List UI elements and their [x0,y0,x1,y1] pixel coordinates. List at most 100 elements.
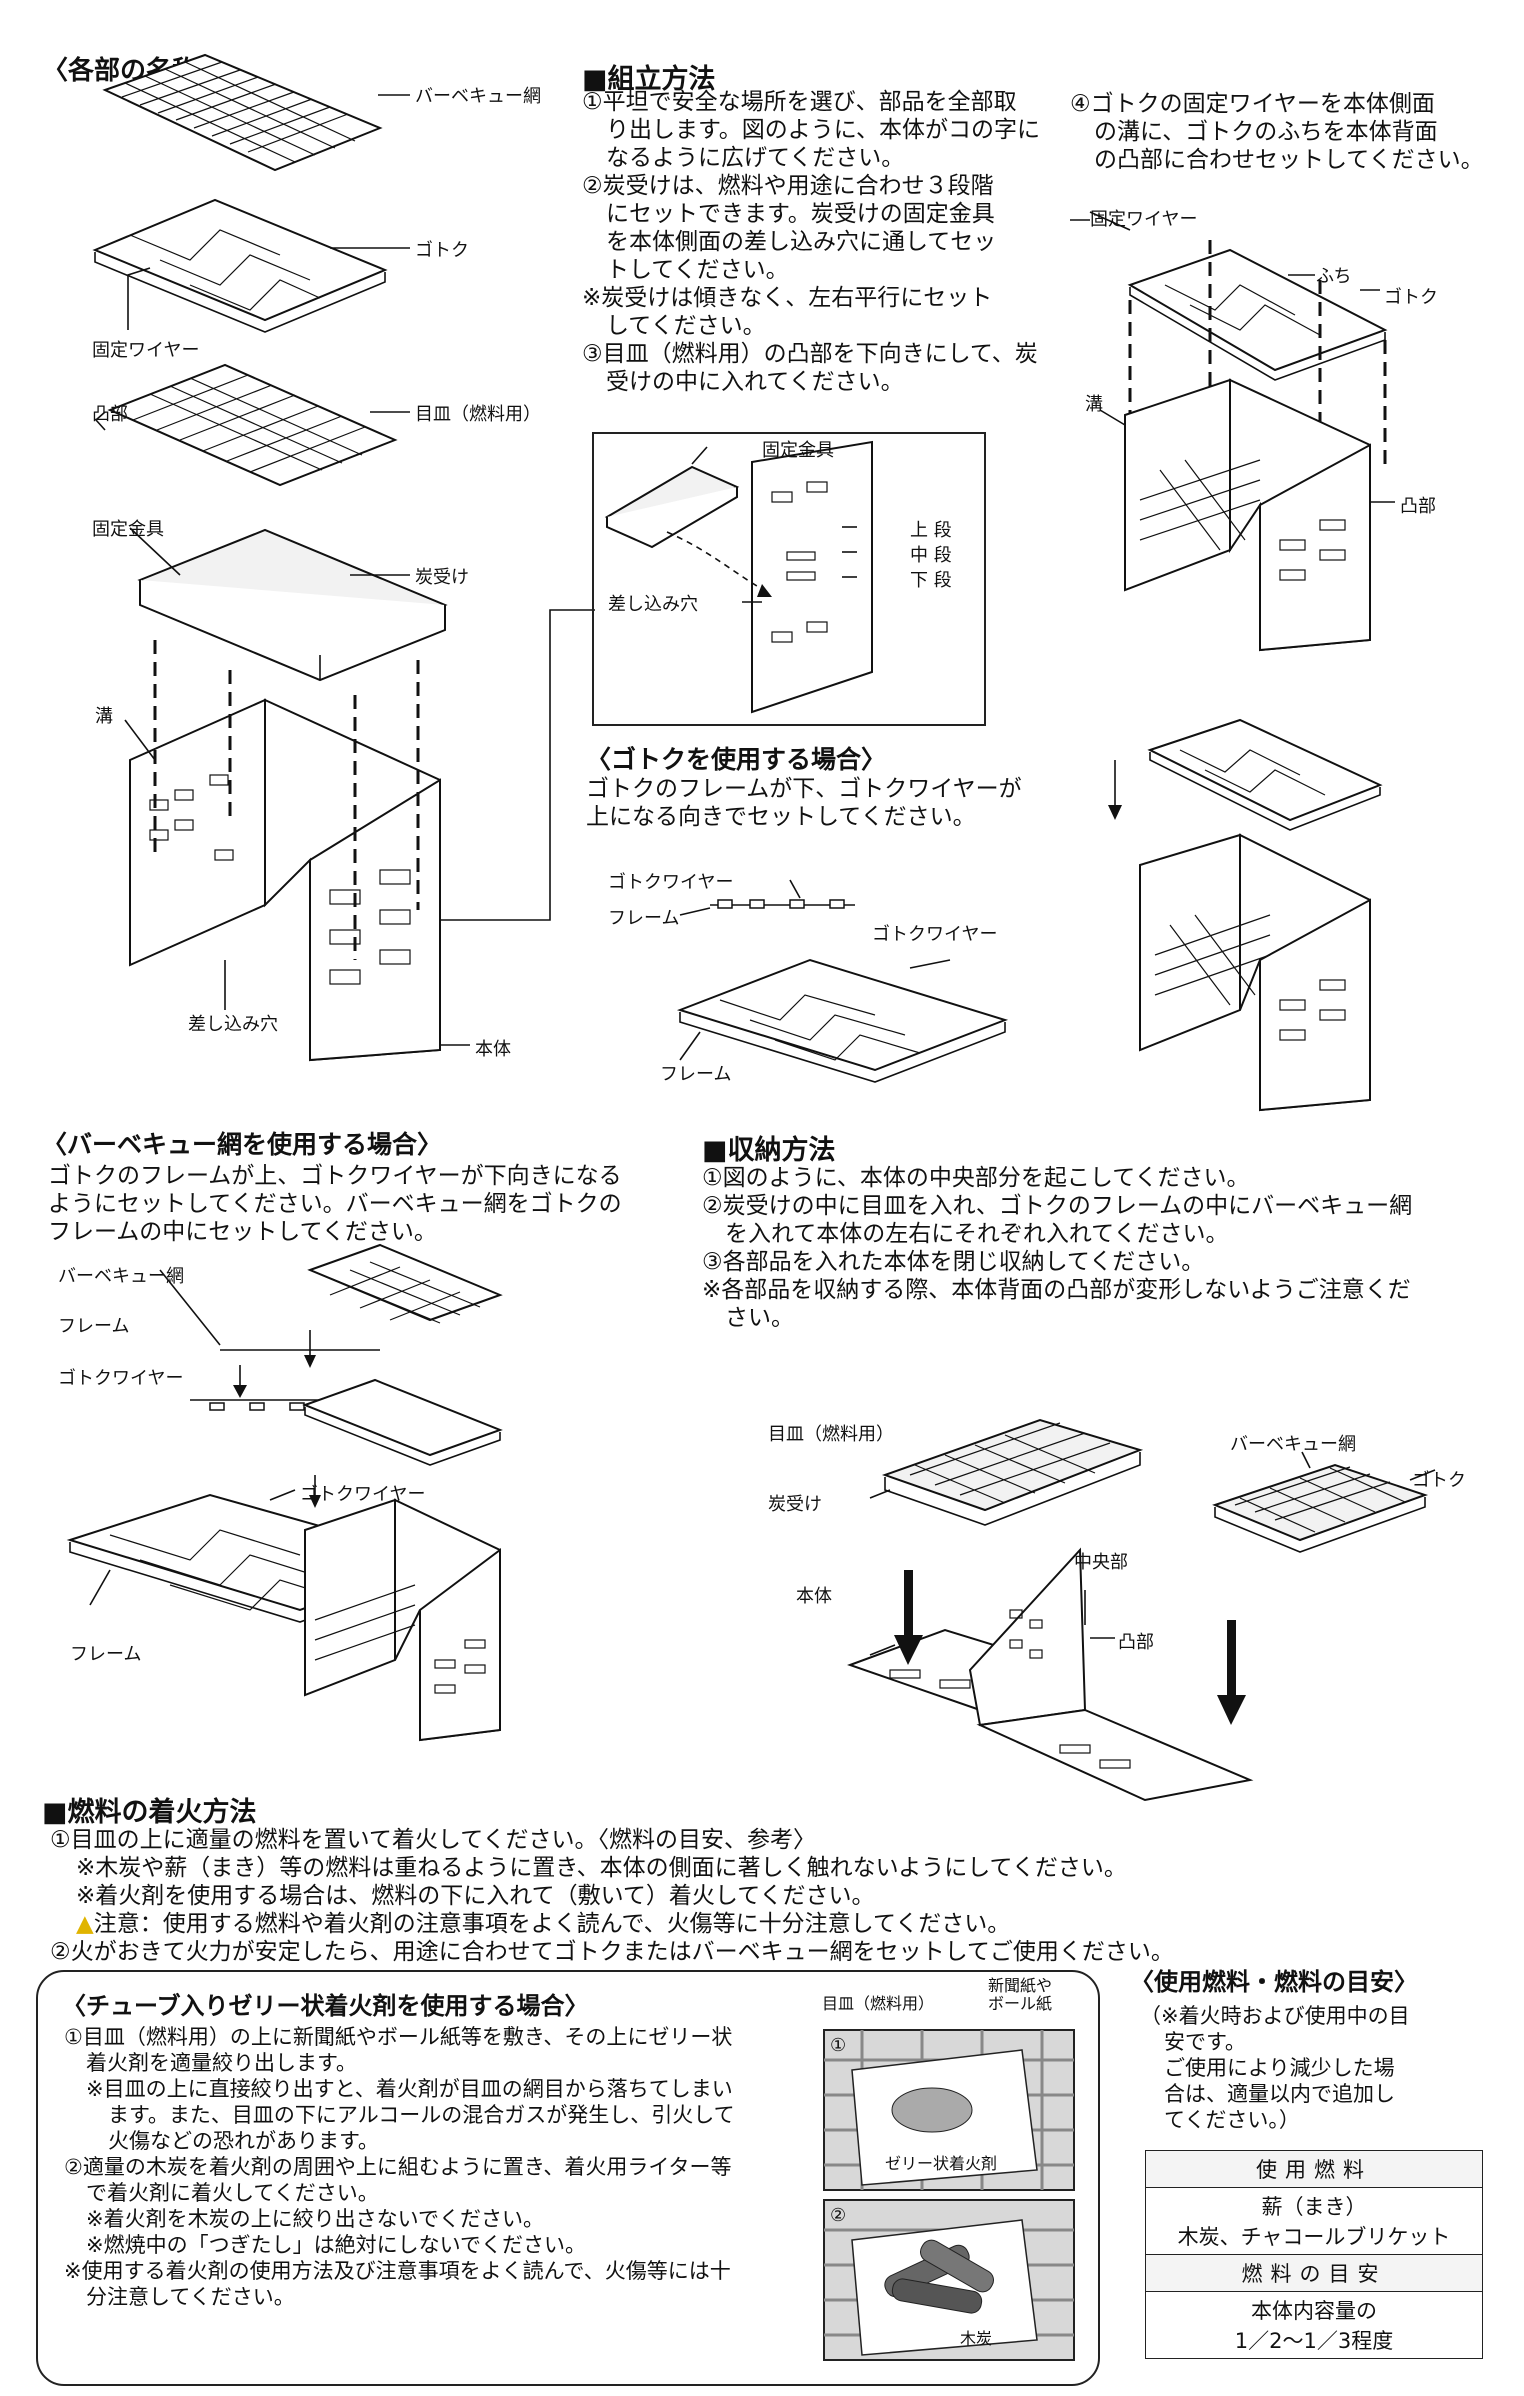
fuel-table-header: 使用燃料 [1145,2150,1483,2188]
gel-text: ①目皿（燃料用）の上に新聞紙やボール紙等を敷き、その上にゼリー状 着火剤を適量絞… [64,2024,735,2310]
label-groove: 溝 [95,706,113,727]
assembly-step-line: してください。 [606,313,766,339]
label-fixing-wire: 固定ワイヤー [92,340,200,361]
inset-middle: 中 段 [910,545,952,566]
gel-title: 〈チューブ入りゼリー状着火剤を使用する場合〉 [62,1992,589,2020]
storage-line: さい。 [702,1305,794,1331]
gotoku-use-line: 上になる向きでセットしてください。 [586,804,976,830]
fuel-note-line: てください。） [1164,2108,1300,2132]
storage-convex: 凸部 [1118,1632,1154,1653]
gel-line: ※着火剤を木炭の上に絞り出さないでください。 [86,2207,544,2231]
storage-ash-tray: 炭受け [768,1494,822,1515]
gel-fig-n2: ② [830,2205,847,2226]
storage-title: 収納方法 [702,1128,836,1167]
gel-fig-paper2: ボール紙 [988,1994,1053,2013]
bbq-use-line: フレームの中にセットしてください。 [48,1219,437,1245]
step4-text: ④ゴトクの固定ワイヤーを本体側面 の溝に、ゴトクのふちを本体背面 の凸部に合わせ… [1070,90,1484,174]
inset-upper: 上 段 [910,520,952,541]
label-grate: 目皿（燃料用） [415,404,541,425]
slot-inset [592,432,986,726]
step4-gotoku: ゴトク [1384,287,1438,308]
storage-grate: 目皿（燃料用） [768,1424,894,1445]
storage-diagram [847,1418,1436,1802]
gotoku-use-title: 〈ゴトクを使用する場合〉 [586,745,887,774]
label-body: 本体 [475,1039,511,1060]
storage-line: ①図のように、本体の中央部分を起こしてください。 [702,1165,1250,1191]
fuel-note-line: ご使用により減少した場 [1164,2056,1395,2080]
gel-line: ①目皿（燃料用）の上に新聞紙やボール紙等を敷き、その上にゼリー状 [64,2025,733,2049]
gotoku-use-frame: フレーム [608,908,680,929]
fuel-table-cell: 本体内容量の 1／2〜1／3程度 [1145,2291,1483,2359]
storage-line: を入れて本体の左右にそれぞれ入れてください。 [702,1221,1229,1247]
step4-fixing-wire: 固定ワイヤー [1090,209,1198,230]
storage-body: 本体 [796,1586,832,1607]
assembly-step-line: トしてください。 [606,257,789,283]
step4-convex: 凸部 [1400,496,1436,517]
storage-text: ①図のように、本体の中央部分を起こしてください。 ②炭受けの中に目皿を入れ、ゴト… [702,1164,1412,1332]
gel-box [36,1970,1100,2386]
assembly-step-line: ※炭受けは傾きなく、左右平行にセット [582,285,993,311]
fuel-title: 〈使用燃料・燃料の目安〉 [1130,1968,1418,1996]
gel-fig-paper1: 新聞紙や [988,1976,1053,1995]
bbq-use-wire: ゴトクワイヤー [58,1368,184,1389]
bbq-use-net: バーベキュー網 [58,1266,184,1287]
storage-center: 中央部 [1074,1552,1128,1573]
fuel-note-line: 合は、適量以内で追加し [1164,2082,1395,2106]
assembly-step-line: ②炭受けは、燃料や用途に合わせ３段階 [582,173,994,199]
label-gotoku: ゴトク [415,240,469,261]
step4-line: の凸部に合わせセットしてください。 [1094,147,1484,173]
fuel-amount-2: 1／2〜1／3程度 [1234,2329,1394,2353]
gel-line: で着火剤に着火してください。 [86,2181,379,2205]
fuel-type-1: 薪（まき） [1261,2195,1367,2219]
label-convex: 凸部 [92,404,128,425]
assembly-step-line: 受けの中に入れてください。 [606,369,904,395]
gel-figures [823,2029,1075,2361]
bbq-use-frame: フレーム [58,1316,130,1337]
inset-lower: 下 段 [910,570,952,591]
label-ash-tray: 炭受け [415,567,469,588]
assembly-step-line: り出します。図のように、本体がコの字に [606,117,1041,143]
step4-rim: ふち [1316,266,1352,287]
bbq-use-line: ようにセットしてください。バーベキュー網をゴトクの [48,1191,622,1217]
ignition-line: ②火がおきて火力が安定したら、用途に合わせてゴトクまたはバーベキュー網をセットし… [50,1939,1174,1965]
assembly-step-line: を本体側面の差し込み穴に通してセッ [606,229,997,255]
fuel-note: （※着火時および使用中の目 安です。 ご使用により減少した場 合は、適量以内で追… [1140,2003,1410,2133]
fuel-type-2: 木炭、チャコールブリケット [1177,2225,1451,2249]
inset-slot: 差し込み穴 [608,594,698,615]
gel-fig-gel: ゼリー状着火剤 [885,2154,998,2173]
fuel-table: 使用燃料 薪（まき） 木炭、チャコールブリケット 燃料の目安 本体内容量の 1／2〜… [1145,2150,1483,2359]
gel-line: 着火剤を適量絞り出します。 [86,2051,357,2075]
fuel-amount-1: 本体内容量の [1251,2299,1377,2323]
gel-line: ※目皿の上に直接絞り出すと、着火剤が目皿の網目から落ちてしまい [86,2077,733,2101]
gel-line: ※使用する着火剤の使用方法及び注意事項をよく読んで、火傷等には十 [64,2259,731,2283]
fuel-table-cell: 薪（まき） 木炭、チャコールブリケット [1145,2187,1483,2255]
gotoku-use-wire2: ゴトクワイヤー [872,924,998,945]
bbq-use-wire2: ゴトクワイヤー [300,1484,426,1505]
step4-line: ④ゴトクの固定ワイヤーを本体側面 [1070,91,1435,117]
storage-line: ※各部品を収納する際、本体背面の凸部が変形しないようご注意くだ [702,1277,1411,1303]
assembly-step-line: ③目皿（燃料用）の凸部を下向きにして、炭 [582,341,1038,367]
ignition-line: ※着火剤を使用する場合は、燃料の下に入れて（敷いて）着火してください。 [76,1883,875,1909]
fuel-table-header: 燃料の目安 [1145,2254,1483,2292]
gotoku-use-wire: ゴトクワイヤー [608,872,734,893]
label-fixing-bracket: 固定金具 [92,519,164,540]
gotoku-use-text: ゴトクのフレームが下、ゴトクワイヤーが 上になる向きでセットしてください。 [586,775,1022,831]
fuel-note-line: （※着火時および使用中の目 [1140,2004,1410,2028]
gotoku-use-frame2: フレーム [660,1064,732,1085]
ignition-line: 注意：使用する燃料や着火剤の注意事項をよく読んで、火傷等に十分注意してください。 [93,1911,1011,1937]
bbq-use-frame2: フレーム [70,1644,142,1665]
assembly-step-line: ①平坦で安全な場所を選び、部品を全部取 [582,89,1017,115]
storage-bbq-net: バーベキュー網 [1230,1434,1356,1455]
storage-gotoku: ゴトク [1412,1470,1466,1491]
ignition-line: ①目皿の上に適量の燃料を置いて着火してください。〈燃料の目安、参考〉 [50,1827,817,1853]
gotoku-use-line: ゴトクのフレームが下、ゴトクワイヤーが [586,776,1022,802]
ignition-title: 燃料の着火方法 [42,1790,257,1829]
warning-icon: ▲ [76,1911,94,1937]
gotoku-use-diagram [676,879,1009,1083]
ignition-line: ※木炭や薪（まき）等の燃料は重ねるように置き、本体の側面に著しく触れないようにし… [76,1855,1127,1881]
gel-line: ※燃焼中の「つぎたし」は絶対にしないでください。 [86,2233,586,2257]
assembly-step-line: にセットできます。炭受けの固定金具 [606,201,995,227]
ignition-text: ①目皿の上に適量の燃料を置いて着火してください。〈燃料の目安、参考〉 ※木炭や薪… [50,1826,1174,1966]
assembly-steps: ①平坦で安全な場所を選び、部品を全部取 り出します。図のように、本体がコの字に … [582,88,1040,396]
storage-line: ③各部品を入れた本体を閉じ収納してください。 [702,1249,1205,1275]
